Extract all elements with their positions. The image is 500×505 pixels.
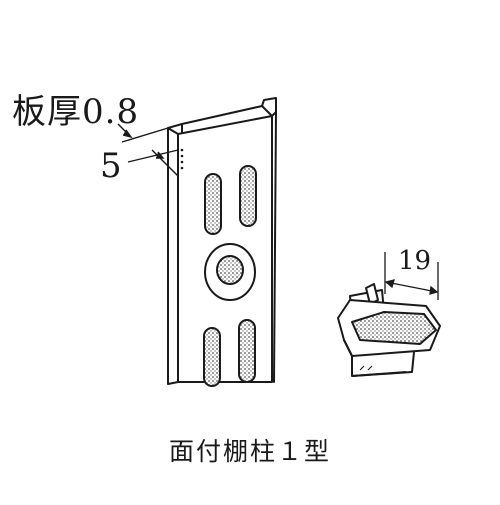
- lower-slots: [203, 319, 256, 387]
- pillar-channel: [167, 97, 277, 385]
- upper-slots: [204, 165, 257, 235]
- depth-label: 5: [100, 146, 122, 186]
- bracket-width-dimension: [384, 252, 439, 300]
- depth-dimension: [127, 149, 179, 177]
- bracket: [337, 283, 441, 377]
- slot-upper-right: [239, 165, 257, 227]
- diagram-caption: 面付棚柱１型: [168, 437, 331, 466]
- slot-lower-right: [238, 319, 256, 383]
- slot-lower-left: [203, 327, 221, 387]
- stamp-marks: [180, 148, 184, 170]
- bracket-width-label: 19: [398, 246, 432, 276]
- slot-upper-left: [204, 173, 222, 235]
- mounting-hole: [204, 243, 256, 301]
- thickness-label: 板厚0.8: [12, 92, 140, 132]
- thickness-dimension: [117, 123, 169, 143]
